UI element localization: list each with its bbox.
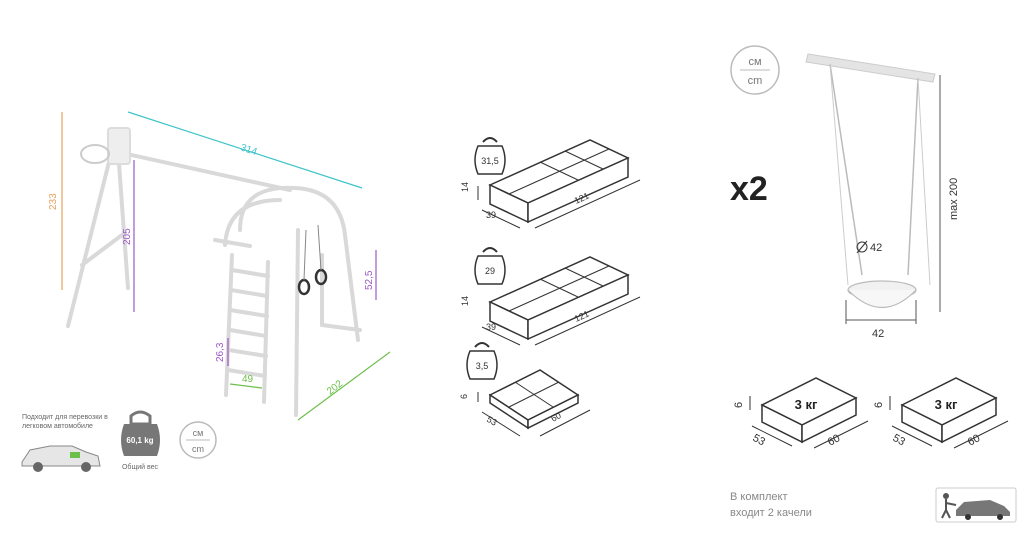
weight-kettlebell-icon: 60,1 kg Общий вес bbox=[121, 410, 160, 471]
swing-illustration bbox=[805, 53, 941, 324]
swing-max-height: max 200 bbox=[948, 178, 960, 220]
package-2-width: 39 bbox=[486, 322, 496, 332]
kit-note-line-1: В комплект bbox=[730, 491, 788, 503]
dim-frame-height: 205 bbox=[122, 228, 133, 245]
units-right-bottom: cm bbox=[748, 75, 763, 87]
total-weight: 60,1 kg bbox=[126, 436, 153, 445]
swing-box-1-height: 6 bbox=[733, 402, 745, 408]
units-icon-right: см cm bbox=[730, 45, 780, 95]
gym-ring-left bbox=[297, 278, 311, 296]
car-transport-note: Подходит для перевозки в легковом автомо… bbox=[22, 414, 108, 430]
dim-ladder-step: 26,3 bbox=[215, 342, 226, 362]
dim-total-height: 233 bbox=[48, 193, 59, 210]
package-1-height: 14 bbox=[460, 182, 470, 192]
playground-frame bbox=[66, 127, 362, 417]
package-3-height: 6 bbox=[459, 394, 469, 399]
swing-box-2-label: 3 кг bbox=[935, 397, 958, 412]
package-3: 3,5 6 53 60 bbox=[459, 342, 591, 437]
swing-multiplier: x2 bbox=[730, 170, 768, 208]
package-3-weight-icon: 3,5 bbox=[466, 342, 498, 380]
swing-seat-diameter: 42 bbox=[870, 242, 882, 254]
dim-length: 314 bbox=[239, 142, 259, 158]
swing-seat-width: 42 bbox=[872, 328, 884, 340]
dim-depth: 202 bbox=[325, 378, 345, 397]
package-3-weight: 3,5 bbox=[476, 361, 489, 371]
units-icon-left: см cm bbox=[179, 421, 217, 459]
swing-box-1: 3 кг 6 53 60 bbox=[733, 377, 869, 449]
car-loading-icon bbox=[935, 487, 1017, 523]
units-right-top: см bbox=[748, 56, 761, 68]
package-2-height: 14 bbox=[460, 296, 470, 306]
dimension-lines bbox=[61, 111, 391, 421]
package-1-weight: 31,5 bbox=[481, 156, 499, 166]
swing-box-1-label: 3 кг bbox=[795, 397, 818, 412]
units-left-top: см bbox=[193, 428, 204, 438]
package-1-weight-icon: 31,5 bbox=[474, 137, 506, 175]
units-left-bottom: cm bbox=[192, 444, 204, 454]
swing-box-2-length: 60 bbox=[966, 432, 982, 448]
swing-box-2: 3 кг 6 53 60 bbox=[873, 377, 1009, 449]
dim-ring-height: 52,5 bbox=[364, 270, 375, 290]
car-icon bbox=[21, 445, 101, 472]
package-1: 31,5 14 39 121 bbox=[460, 137, 641, 229]
package-2-weight: 29 bbox=[485, 266, 495, 276]
swing-box-1-length: 60 bbox=[826, 432, 842, 448]
package-2-weight-icon: 29 bbox=[474, 247, 506, 285]
package-3-width: 53 bbox=[485, 414, 499, 428]
dimension-labels: 233 314 205 52,5 26,3 49 202 bbox=[48, 142, 375, 397]
swing-box-2-width: 53 bbox=[891, 432, 907, 448]
basket-ring bbox=[80, 144, 110, 164]
kit-note-line-2: входит 2 качели bbox=[730, 507, 812, 519]
swing-box-2-height: 6 bbox=[873, 402, 885, 408]
package-1-width: 39 bbox=[486, 210, 496, 220]
swing-box-1-width: 53 bbox=[751, 432, 767, 448]
total-weight-label: Общий вес bbox=[122, 463, 159, 471]
package-3-length: 60 bbox=[549, 410, 563, 424]
dim-ladder-width: 49 bbox=[242, 374, 254, 385]
package-2: 29 14 39 121 bbox=[460, 247, 641, 346]
